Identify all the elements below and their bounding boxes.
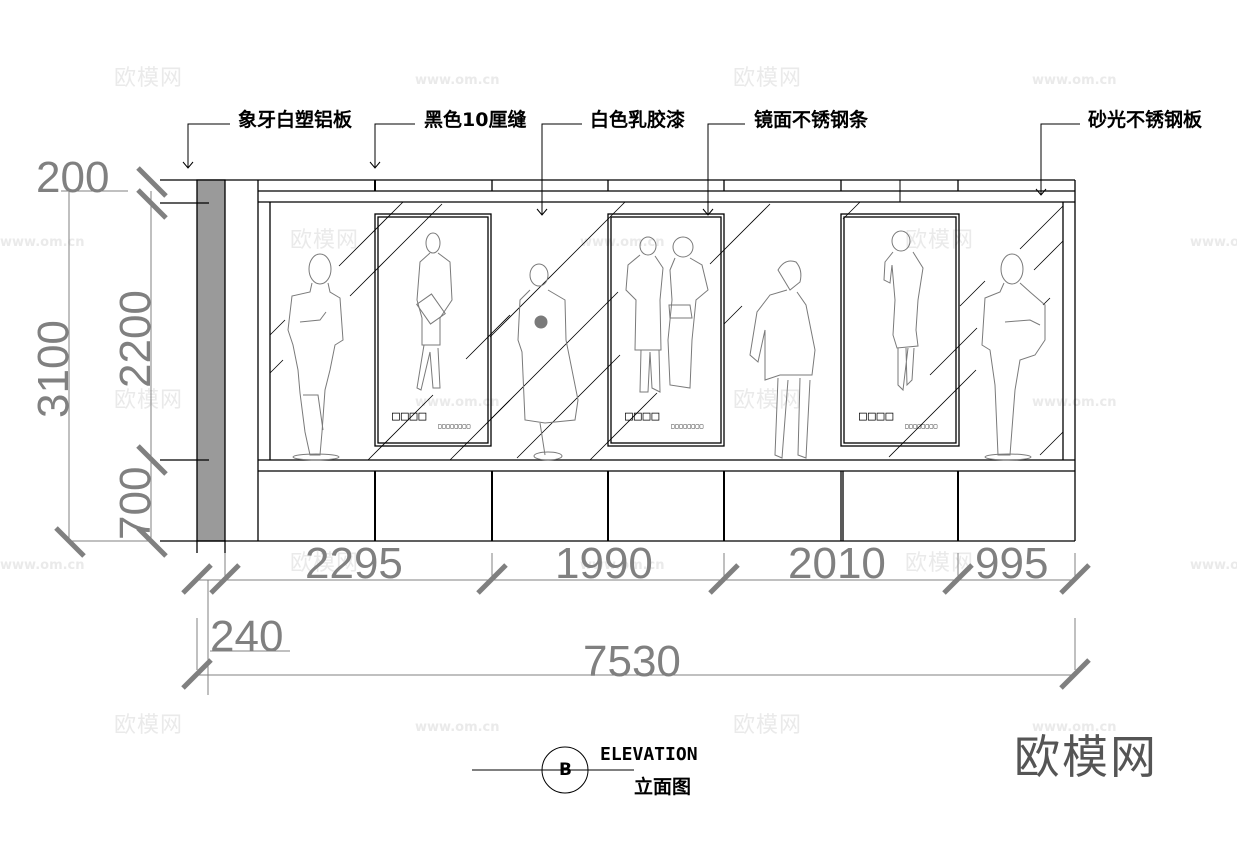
watermark-url: www.om.cn <box>1032 720 1117 735</box>
poster-woman-phone-figure <box>883 230 924 392</box>
watermark-url: www.om.cn <box>0 558 85 573</box>
poster-frame-1 <box>374 213 492 447</box>
watermark-brand: 欧模网 <box>290 228 360 253</box>
dim-top-band: 200 <box>36 153 110 202</box>
watermark-brand: 欧模网 <box>733 388 803 413</box>
watermark-url: www.om.cn <box>1032 73 1117 88</box>
dim-segment-2: 1990 <box>555 539 653 588</box>
dimension-lines <box>61 190 1076 695</box>
section-marker-letter: B <box>559 760 572 780</box>
dim-segment-3: 2010 <box>788 539 886 588</box>
brand-logo: 欧模网 <box>1014 730 1158 784</box>
watermark-url: www.om.cn <box>415 73 500 88</box>
callout-mirror-steel-strip: 镜面不锈钢条 <box>754 109 869 131</box>
watermark-brand: 欧模网 <box>114 66 184 91</box>
mannequin-woman-coat-figure <box>517 263 579 461</box>
callout-brushed-steel-plate: 砂光不锈钢板 <box>1088 109 1203 131</box>
wall-structure <box>160 179 1076 553</box>
watermark-url: www.om.cn <box>415 720 500 735</box>
watermark-url: www.om.cn <box>1190 235 1237 250</box>
watermark-brand: 欧模网 <box>733 713 803 738</box>
watermark-url: www.om.cn <box>1032 395 1117 410</box>
drawing-title: ELEVATION <box>600 744 698 765</box>
dim-segment-1: 2295 <box>305 539 403 588</box>
dim-display-height: 2200 <box>111 290 160 388</box>
glass-reflection-hatch <box>269 201 1064 461</box>
callout-black-10mm-joint: 黑色10厘缝 <box>424 109 527 131</box>
pilaster <box>196 179 226 542</box>
watermark-url: www.om.cn <box>415 395 500 410</box>
poster-3-title: □□□□ <box>859 409 895 424</box>
dim-overall-height: 3100 <box>29 320 78 418</box>
dim-base-height: 700 <box>111 466 160 540</box>
watermark-url: www.om.cn <box>580 558 665 573</box>
watermark-brand: 欧模网 <box>905 551 975 576</box>
watermark-url: www.om.cn <box>1190 558 1237 573</box>
callout-leaders <box>182 123 1080 216</box>
callout-ivory-aluminum-panel: 象牙白塑铝板 <box>238 109 353 131</box>
dimension-ticks <box>54 166 1091 690</box>
section-marker <box>472 746 634 794</box>
mannequin-man-right-figure <box>981 253 1046 461</box>
callout-white-latex-paint: 白色乳胶漆 <box>590 109 686 131</box>
figures <box>287 230 1046 461</box>
mannequin-woman-dress-figure <box>749 260 816 459</box>
mannequin-man-left-figure <box>287 253 344 461</box>
poster-3-subtitle: □□□□□□□□ <box>905 423 938 430</box>
poster-2-title: □□□□ <box>625 409 661 424</box>
poster-2-subtitle: □□□□□□□□ <box>671 423 704 430</box>
dim-segment-4: 995 <box>975 539 1049 588</box>
drawing-subtitle: 立面图 <box>634 776 692 798</box>
dim-overall-width: 7530 <box>583 637 681 686</box>
watermark-brand: 欧模网 <box>114 713 184 738</box>
poster-1-title: □□□□ <box>392 409 428 424</box>
watermark-brand: 欧模网 <box>114 388 184 413</box>
poster-1-subtitle: □□□□□□□□ <box>438 423 471 430</box>
watermark-brand: 欧模网 <box>290 551 360 576</box>
dim-pilaster-width: 240 <box>210 612 284 661</box>
poster-two-women-figure <box>625 236 709 393</box>
poster-woman-briefcase-figure <box>416 232 453 391</box>
watermark-brand: 欧模网 <box>733 66 803 91</box>
watermark-url: www.om.cn <box>0 235 85 250</box>
poster-frame-2 <box>607 213 725 447</box>
